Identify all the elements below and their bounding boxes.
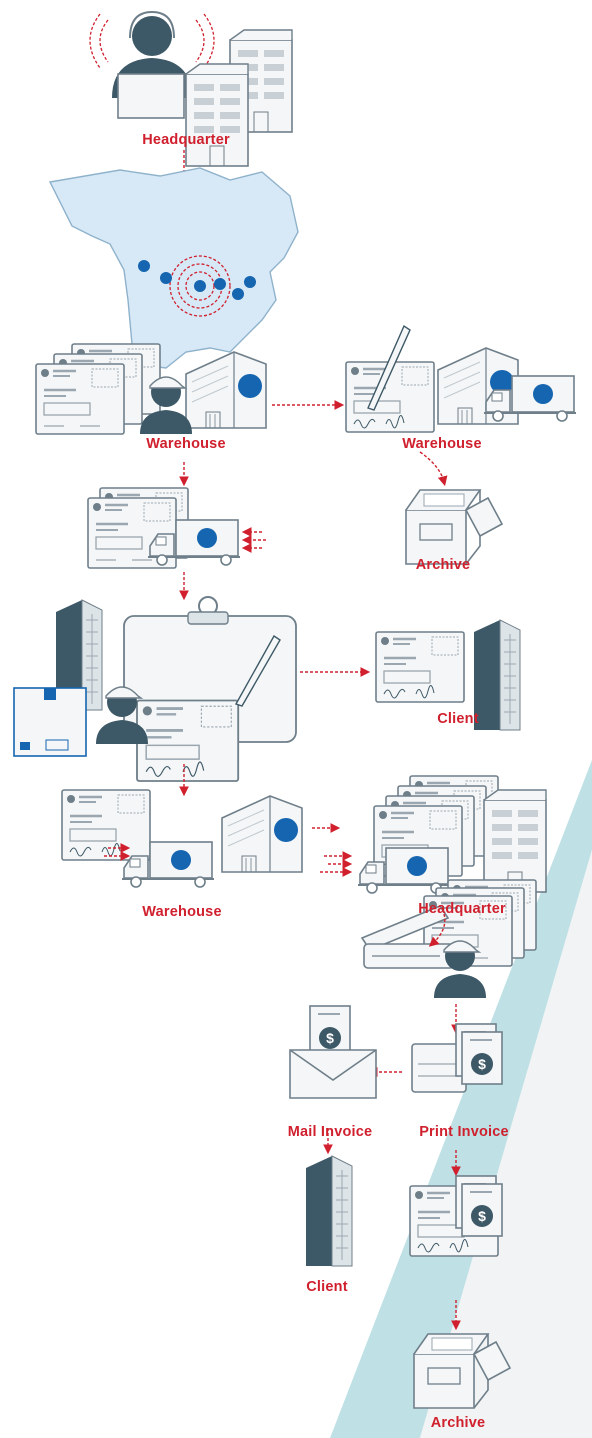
label-warehouse-return: Warehouse [142, 904, 222, 920]
client-building-icon [305, 1155, 353, 1267]
label-warehouse-sign: Warehouse [402, 436, 482, 452]
north-america-map-icon [48, 167, 299, 369]
invoice-icon [461, 1183, 503, 1237]
label-headquarter-bottom: Headquarter [418, 901, 506, 917]
label-warehouse-main: Warehouse [146, 436, 226, 452]
flow-arrow [419, 451, 448, 487]
support-agent-icon [89, 10, 215, 119]
client-building-icon [473, 619, 521, 731]
envelope-icon [289, 1005, 377, 1099]
flow-arrows [241, 527, 266, 553]
warehouse-icon [185, 351, 267, 429]
headquarter-building-icon [483, 789, 547, 893]
background-shadow [420, 850, 592, 1438]
warehouse-icon [221, 795, 303, 873]
truck-icon [357, 847, 451, 894]
document-icon [34, 362, 126, 436]
label-mail-invoice: Mail Invoice [287, 1124, 373, 1140]
signed-document-icon [135, 699, 240, 783]
pen-icon [234, 634, 281, 707]
signed-document-icon [374, 630, 466, 704]
invoice-icon [461, 1031, 503, 1085]
label-archive-bottom: Archive [430, 1415, 486, 1431]
archive-box-icon [405, 489, 503, 565]
signed-document-icon [60, 788, 152, 862]
label-print-invoice: Print Invoice [419, 1124, 509, 1140]
flow-arrows [104, 823, 353, 877]
label-headquarter-top: Headquarter [142, 132, 230, 148]
package-box-icon [13, 687, 87, 757]
printer-icon [411, 1043, 467, 1093]
label-client-bottom: Client [306, 1279, 348, 1295]
flow-arrow [428, 913, 446, 947]
scanner-icon [360, 905, 455, 969]
label-archive-top: Archive [415, 557, 471, 573]
headquarter-annex-icon [185, 63, 249, 167]
label-client-top: Client [437, 711, 479, 727]
pen-icon [367, 324, 411, 411]
